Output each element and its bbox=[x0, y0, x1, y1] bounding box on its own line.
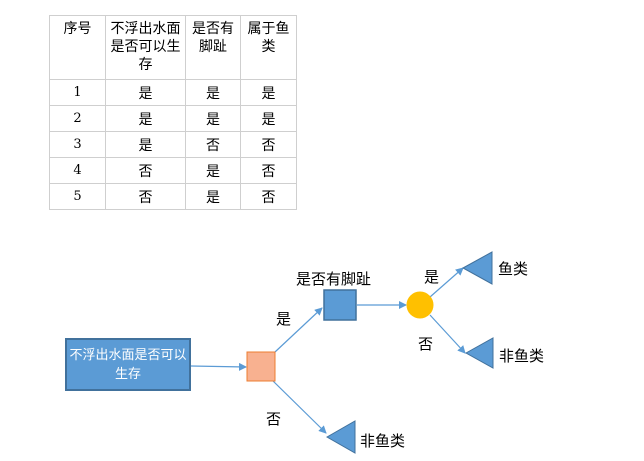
root-node: 不浮出水面是否可以生存 bbox=[65, 338, 191, 391]
header-index: 序号 bbox=[49, 15, 106, 80]
cell-surface: 是 bbox=[105, 131, 186, 158]
feet-node-label: 是否有脚趾 bbox=[296, 270, 372, 288]
cell-index: 2 bbox=[49, 105, 106, 132]
cell-surface: 是 bbox=[105, 105, 186, 132]
cell-toes: 是 bbox=[185, 79, 241, 106]
feet-node bbox=[323, 289, 357, 321]
cell-index: 5 bbox=[49, 183, 106, 210]
header-toes: 是否有脚趾 bbox=[185, 15, 241, 80]
cell-surface: 否 bbox=[105, 183, 186, 210]
cell-surface: 是 bbox=[105, 79, 186, 106]
header-surface: 不浮出水面是否可以生存 bbox=[105, 15, 186, 80]
edge-root-yes-label: 是 bbox=[276, 310, 292, 328]
leaf-not-fish-top-triangle bbox=[464, 337, 494, 369]
split-node bbox=[246, 351, 276, 382]
edge-root-to-split bbox=[190, 362, 247, 371]
cell-index: 4 bbox=[49, 157, 106, 184]
edge-feet-no-label: 否 bbox=[418, 335, 434, 353]
leaf-not-fish-bottom-label: 非鱼类 bbox=[360, 432, 406, 450]
leaf-fish-label: 鱼类 bbox=[498, 260, 529, 278]
cell-toes: 是 bbox=[185, 157, 241, 184]
table-row: 4 否 是 否 bbox=[49, 157, 297, 184]
table-row: 1 是 是 是 bbox=[49, 79, 297, 106]
edge-circle-to-not-fish bbox=[429, 314, 466, 354]
table-row: 5 否 是 否 bbox=[49, 183, 297, 210]
header-is-fish: 属于鱼类 bbox=[240, 15, 297, 80]
leaf-fish-triangle bbox=[461, 251, 493, 285]
data-table: 序号 不浮出水面是否可以生存 是否有脚趾 属于鱼类 1 是 是 是 2 是 是 … bbox=[49, 15, 297, 210]
edge-feet-yes-label: 是 bbox=[424, 268, 440, 286]
edge-split-to-not-fish bbox=[272, 380, 327, 434]
cell-is-fish: 否 bbox=[240, 157, 297, 184]
cell-is-fish: 否 bbox=[240, 183, 297, 210]
decision-circle bbox=[406, 291, 434, 319]
leaf-not-fish-bottom-triangle bbox=[325, 420, 356, 454]
table-row: 2 是 是 是 bbox=[49, 105, 297, 132]
cell-is-fish: 是 bbox=[240, 105, 297, 132]
edge-circle-to-fish bbox=[429, 267, 464, 298]
edge-root-no-label: 否 bbox=[266, 410, 282, 428]
leaf-not-fish-top-label: 非鱼类 bbox=[499, 347, 545, 365]
edge-split-to-feet bbox=[274, 307, 323, 353]
cell-index: 1 bbox=[49, 79, 106, 106]
table-header-row: 序号 不浮出水面是否可以生存 是否有脚趾 属于鱼类 bbox=[49, 15, 297, 80]
